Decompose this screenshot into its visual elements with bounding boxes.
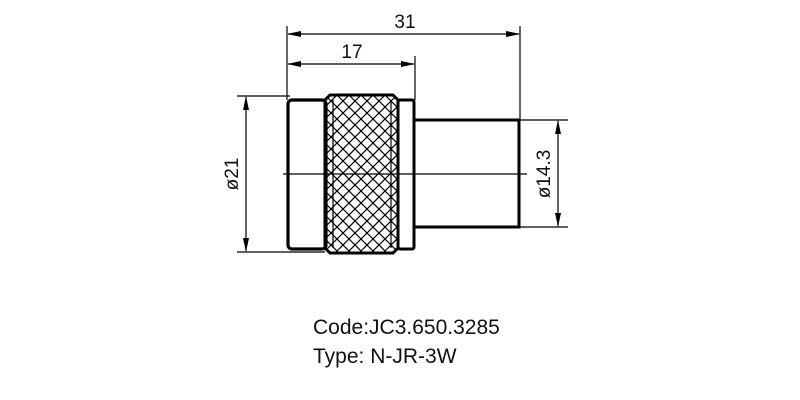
- dimension-nut-diameter: ø21: [222, 95, 325, 253]
- dimension-nut-length: 17: [287, 42, 415, 67]
- dimension-overall-length: 31: [287, 12, 520, 37]
- overall-length-label: 31: [394, 12, 415, 33]
- nut-diameter-label: ø21: [222, 158, 243, 191]
- shaft-diameter-label: ø14.3: [534, 150, 555, 199]
- nut-length-label: 17: [341, 42, 362, 63]
- product-code: Code:JC3.650.3285: [313, 316, 500, 339]
- dimension-shaft-diameter: ø14.3: [520, 119, 568, 228]
- product-type: Type: N-JR-3W: [313, 345, 457, 368]
